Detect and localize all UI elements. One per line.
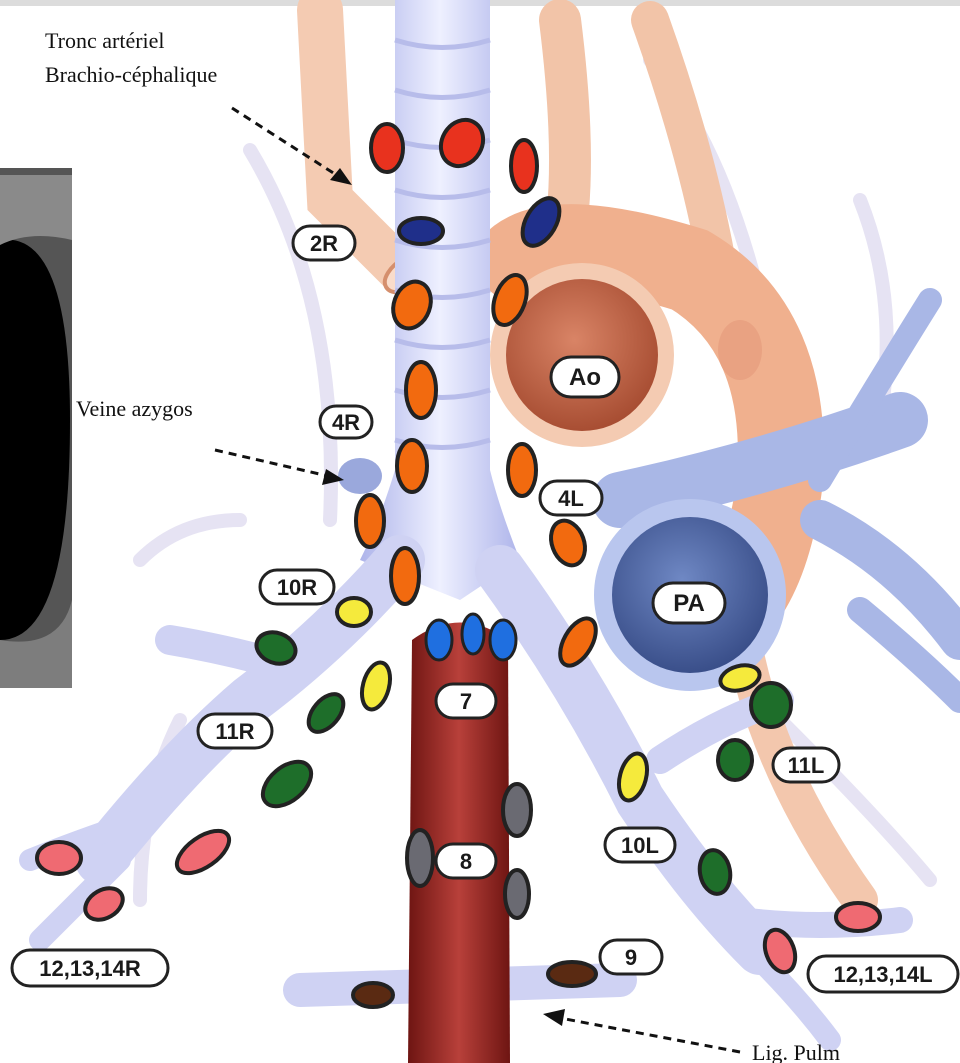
label-4R: 4R <box>320 406 372 438</box>
svg-text:7: 7 <box>460 689 472 714</box>
node-2L <box>511 140 537 192</box>
svg-text:11L: 11L <box>788 753 825 778</box>
node-11L-a <box>751 683 791 727</box>
label-ao: Ao <box>551 357 619 397</box>
label-4L: 4L <box>540 481 602 515</box>
label-2R: 2R <box>293 226 355 260</box>
lig-pulm-label: Lig. Pulm <box>752 1040 840 1063</box>
svg-text:10R: 10R <box>277 575 317 600</box>
node-4R-e <box>391 548 419 604</box>
svg-text:2R: 2R <box>310 231 338 256</box>
label-12L: 12,13,14L <box>808 956 958 992</box>
node-3-a <box>399 218 443 244</box>
node-7-a <box>426 620 452 660</box>
node-2R-a <box>371 124 403 172</box>
label-11L: 11L <box>773 748 839 782</box>
svg-text:4R: 4R <box>332 410 360 435</box>
label-10L: 10L <box>605 828 675 862</box>
node-10R-a <box>337 598 371 626</box>
label-8: 8 <box>436 844 496 878</box>
label-9: 9 <box>600 940 662 974</box>
brachio-label-line1: Tronc artériel <box>45 28 165 53</box>
node-4L-b <box>508 444 536 496</box>
node-12L-a <box>836 903 880 931</box>
azygos-label: Veine azygos <box>76 396 193 421</box>
azygos-vein <box>338 458 382 494</box>
node-7-b <box>462 614 484 654</box>
node-4R-b <box>406 362 436 418</box>
svg-text:11R: 11R <box>215 719 254 744</box>
label-11R: 11R <box>198 714 272 748</box>
svg-text:10L: 10L <box>621 833 659 858</box>
node-8-b <box>503 784 531 836</box>
svg-text:4L: 4L <box>558 486 584 511</box>
node-9-b <box>548 962 596 986</box>
node-8-a <box>407 830 433 886</box>
node-8-c <box>505 870 529 918</box>
svg-text:8: 8 <box>460 849 472 874</box>
ct-scan-inset <box>0 168 72 688</box>
node-7-c <box>490 620 516 660</box>
brachio-label-line2: Brachio-céphalique <box>45 62 217 87</box>
svg-text:9: 9 <box>625 945 637 970</box>
svg-text:12,13,14R: 12,13,14R <box>39 956 141 981</box>
node-12R-a <box>37 842 81 874</box>
node-9-a <box>353 983 393 1007</box>
svg-text:PA: PA <box>673 590 705 617</box>
label-12R: 12,13,14R <box>12 950 168 986</box>
svg-text:Ao: Ao <box>569 364 601 391</box>
node-11L-b <box>718 740 752 780</box>
label-pa: PA <box>653 583 725 623</box>
svg-text:12,13,14L: 12,13,14L <box>833 962 932 987</box>
label-10R: 10R <box>260 570 334 604</box>
label-7: 7 <box>436 684 496 718</box>
node-4R-d <box>356 495 384 547</box>
node-4R-c <box>397 440 427 492</box>
